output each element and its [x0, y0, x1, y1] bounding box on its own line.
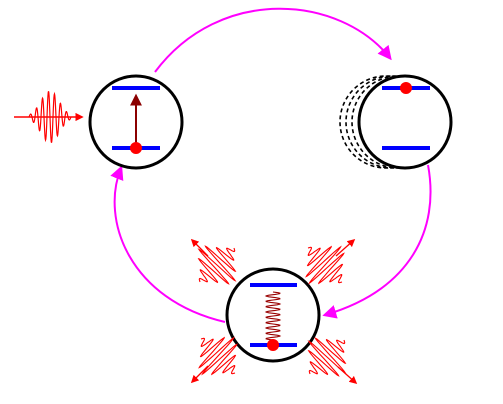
- emitted-photon-icon: [197, 245, 237, 285]
- atom-excitation: [88, 74, 184, 170]
- cycle-arrow-right: [322, 164, 432, 319]
- emitted-photon-icon: [307, 337, 347, 377]
- laser-pulse-icon: [28, 91, 72, 143]
- cycle-arrow-left: [110, 165, 226, 323]
- photon-direction-arrow: [190, 365, 209, 384]
- electron-dot-icon: [267, 339, 279, 351]
- atom-circle: [225, 267, 321, 363]
- decay-wave-icon: [264, 291, 282, 341]
- electron-dot-icon: [130, 142, 142, 154]
- cycle-arrow-top: [154, 7, 392, 73]
- photon-direction-arrow: [190, 238, 209, 257]
- atom-circle: [357, 74, 453, 170]
- incoming-pulse: [14, 91, 84, 143]
- emitted-photon-icon: [305, 245, 345, 285]
- photon-direction-arrow: [337, 366, 358, 385]
- atom-excited: [339, 74, 453, 170]
- atom-emission: [225, 267, 321, 363]
- emitted-photons: [190, 238, 358, 385]
- emitted-photon-icon: [198, 336, 238, 376]
- electron-dot-icon: [400, 82, 412, 94]
- photon-direction-arrow: [335, 238, 356, 257]
